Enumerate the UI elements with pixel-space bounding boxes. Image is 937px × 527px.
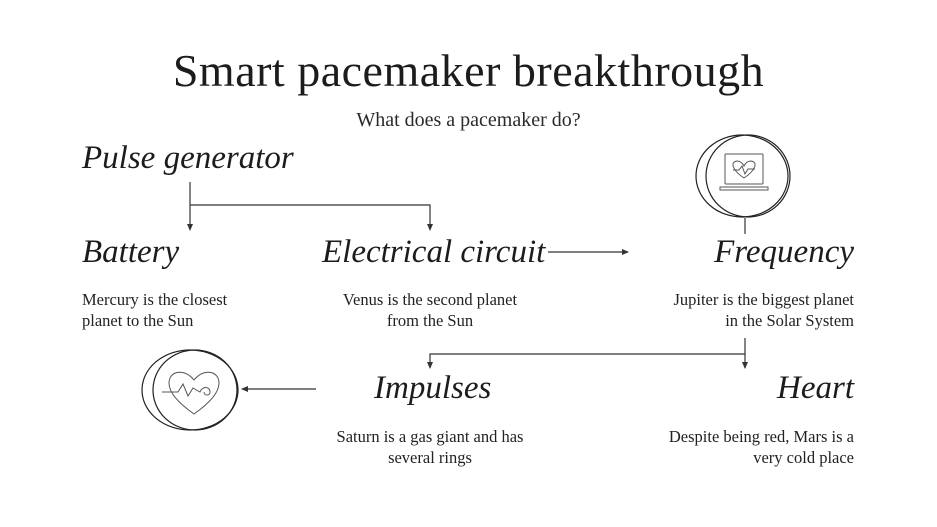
description-line: Jupiter is the biggest planet bbox=[673, 290, 854, 309]
node-description-battery: Mercury is the closest planet to the Sun bbox=[82, 289, 302, 331]
node-description-electrical-circuit: Venus is the second planet from the Sun bbox=[300, 289, 560, 331]
description-line: Despite being red, Mars is a bbox=[668, 427, 854, 446]
node-description-impulses: Saturn is a gas giant and has several ri… bbox=[300, 426, 560, 468]
description-line: from the Sun bbox=[386, 311, 474, 330]
node-description-heart: Despite being red, Mars is a very cold p… bbox=[594, 426, 854, 468]
node-heading-impulses: Impulses bbox=[374, 370, 492, 406]
page-subtitle: What does a pacemaker do? bbox=[356, 109, 581, 131]
node-heading-heart: Heart bbox=[777, 370, 854, 406]
description-line: several rings bbox=[388, 448, 472, 467]
arrow-to-impulses bbox=[427, 353, 745, 369]
node-heading-frequency: Frequency bbox=[714, 234, 854, 270]
node-heading-pulse-generator: Pulse generator bbox=[82, 140, 294, 176]
node-heading-battery: Battery bbox=[82, 234, 180, 270]
node-description-frequency: Jupiter is the biggest planet in the Sol… bbox=[594, 289, 854, 331]
heart-pulse-icon bbox=[141, 349, 239, 431]
description-line: very cold place bbox=[753, 448, 854, 467]
description-line: planet to the Sun bbox=[82, 311, 194, 330]
description-line: in the Solar System bbox=[725, 311, 854, 330]
laptop-heartbeat-icon bbox=[695, 134, 791, 218]
description-line: Saturn is a gas giant and has bbox=[336, 427, 524, 446]
description-line: Mercury is the closest bbox=[82, 290, 228, 309]
page-title: Smart pacemaker breakthrough bbox=[172, 45, 765, 96]
arrow-to-electrical-circuit bbox=[190, 204, 433, 231]
description-line: Venus is the second planet bbox=[342, 290, 518, 309]
node-heading-electrical-circuit: Electrical circuit bbox=[322, 234, 546, 270]
